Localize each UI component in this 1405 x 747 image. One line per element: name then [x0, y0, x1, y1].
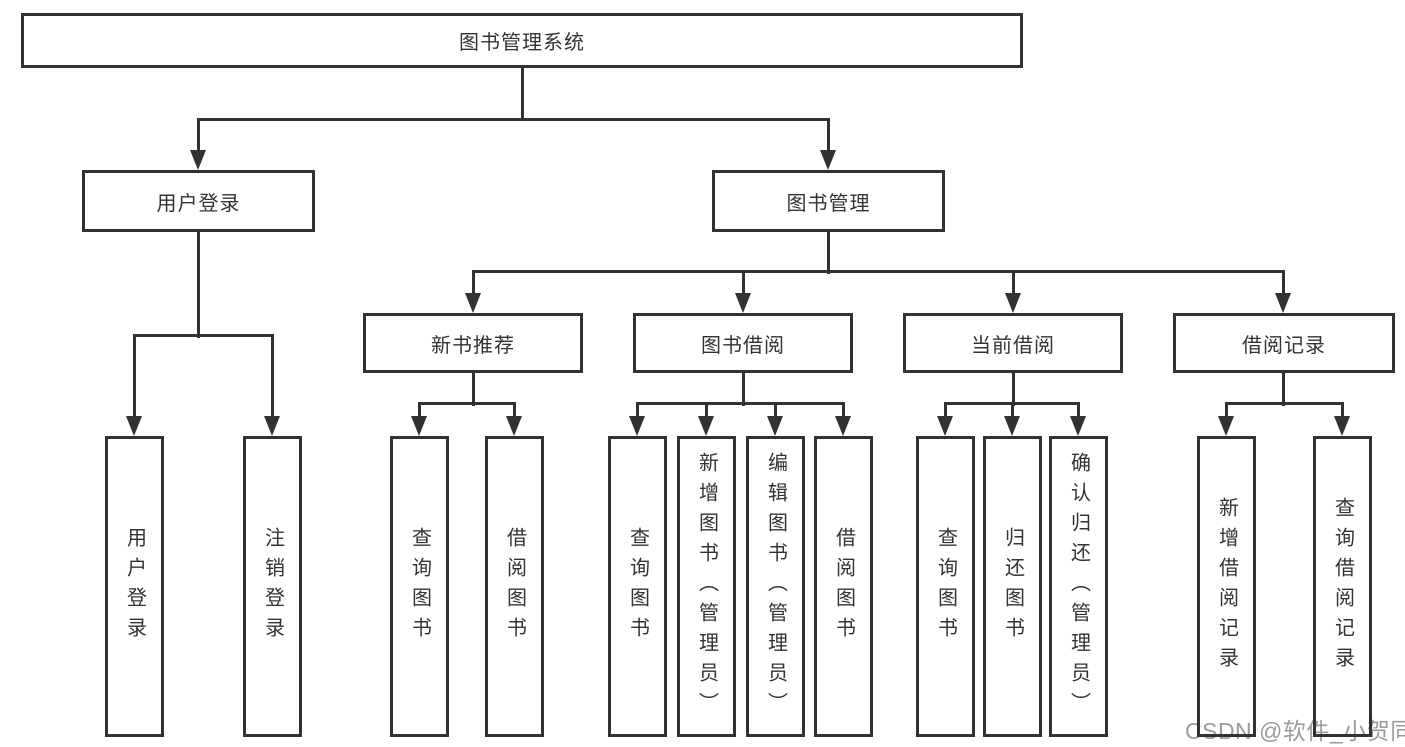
- connector-line-vertical: [1282, 373, 1285, 406]
- connector-line-vertical: [197, 119, 200, 152]
- connector-line-horizontal: [636, 402, 845, 405]
- node-root: 图书管理系统: [21, 13, 1023, 68]
- leaf-edit-books-admin: 编辑图书（管理员）: [746, 436, 805, 737]
- connector-line-horizontal: [944, 402, 1080, 405]
- arrowhead-down-icon: [264, 416, 280, 436]
- connector-line-horizontal: [1225, 402, 1344, 405]
- connector-line-horizontal: [197, 118, 830, 121]
- leaf-return-books-label: 归还图书: [1001, 526, 1024, 647]
- arrowhead-down-icon: [411, 416, 427, 436]
- arrowhead-down-icon: [629, 416, 645, 436]
- connector-line-vertical: [521, 68, 524, 121]
- connector-line-vertical: [774, 403, 777, 418]
- arrowhead-down-icon: [465, 293, 481, 313]
- leaf-add-borrow-record: 新增借阅记录: [1197, 436, 1256, 737]
- node-book-borrow: 图书借阅: [633, 313, 853, 373]
- connector-line-vertical: [418, 403, 421, 418]
- arrowhead-down-icon: [735, 293, 751, 313]
- arrowhead-down-icon: [1070, 416, 1086, 436]
- node-book-management: 图书管理: [712, 170, 945, 232]
- leaf-query-borrow-record: 查询借阅记录: [1313, 436, 1372, 737]
- connector-line-vertical: [472, 271, 475, 295]
- connector-line-vertical: [197, 232, 200, 338]
- leaf-edit-books-admin-label: 编辑图书（管理员）: [764, 451, 787, 722]
- arrowhead-down-icon: [820, 150, 836, 170]
- leaf-query-books-borrow-label: 查询图书: [626, 526, 649, 647]
- leaf-borrow-books-label: 借阅图书: [832, 526, 855, 647]
- node-book-management-label: 图书管理: [786, 192, 871, 215]
- leaf-user-login-label: 用户登录: [123, 526, 146, 647]
- leaf-add-books-admin: 新增图书（管理员）: [677, 436, 736, 737]
- node-current-borrow-label: 当前借阅: [971, 334, 1055, 357]
- connector-line-vertical: [944, 403, 947, 418]
- arrowhead-down-icon: [1004, 416, 1020, 436]
- leaf-logout-label: 注销登录: [261, 526, 284, 647]
- arrowhead-down-icon: [126, 416, 142, 436]
- connector-line-vertical: [472, 373, 475, 406]
- arrowhead-down-icon: [835, 416, 851, 436]
- connector-line-vertical: [742, 271, 745, 295]
- connector-line-horizontal: [133, 334, 274, 337]
- node-book-borrow-label: 图书借阅: [701, 334, 785, 357]
- leaf-query-books-recommend: 查询图书: [390, 436, 449, 737]
- node-current-borrow: 当前借阅: [903, 313, 1123, 373]
- arrowhead-down-icon: [1005, 293, 1021, 313]
- leaf-borrow-books-recommend-label: 借阅图书: [503, 526, 526, 647]
- connector-line-vertical: [1225, 403, 1228, 418]
- connector-line-vertical: [742, 373, 745, 406]
- arrowhead-down-icon: [506, 416, 522, 436]
- leaf-query-books-recommend-label: 查询图书: [408, 526, 431, 647]
- leaf-query-books-borrow: 查询图书: [608, 436, 667, 737]
- connector-line-vertical: [1012, 373, 1015, 406]
- connector-line-vertical: [1011, 403, 1014, 418]
- leaf-borrow-books-recommend: 借阅图书: [485, 436, 544, 737]
- node-user-login-label: 用户登录: [156, 192, 241, 215]
- node-root-label: 图书管理系统: [459, 32, 585, 54]
- node-new-book-recommend: 新书推荐: [363, 313, 583, 373]
- connector-line-vertical: [1012, 271, 1015, 295]
- node-borrow-records: 借阅记录: [1173, 313, 1395, 373]
- arrowhead-down-icon: [937, 416, 953, 436]
- leaf-confirm-return-admin: 确认归还（管理员）: [1049, 436, 1108, 737]
- arrowhead-down-icon: [698, 416, 714, 436]
- connector-line-vertical: [513, 403, 516, 418]
- leaf-borrow-books: 借阅图书: [814, 436, 873, 737]
- connector-line-vertical: [827, 119, 830, 152]
- node-new-book-recommend-label: 新书推荐: [431, 334, 515, 357]
- leaf-logout: 注销登录: [243, 436, 302, 737]
- leaf-add-borrow-record-label: 新增借阅记录: [1215, 496, 1238, 677]
- node-user-login: 用户登录: [82, 170, 315, 232]
- connector-line-vertical: [1077, 403, 1080, 418]
- node-borrow-records-label: 借阅记录: [1242, 334, 1326, 357]
- arrowhead-down-icon: [767, 416, 783, 436]
- leaf-query-books-current-label: 查询图书: [934, 526, 957, 647]
- connector-line-vertical: [1282, 271, 1285, 295]
- connector-line-vertical: [271, 335, 274, 418]
- leaf-user-login: 用户登录: [105, 436, 164, 737]
- leaf-return-books: 归还图书: [983, 436, 1042, 737]
- connector-line-vertical: [133, 335, 136, 418]
- leaf-add-books-admin-label: 新增图书（管理员）: [695, 451, 718, 722]
- leaf-query-books-current: 查询图书: [916, 436, 975, 737]
- connector-line-vertical: [1341, 403, 1344, 418]
- arrowhead-down-icon: [1334, 416, 1350, 436]
- connector-line-vertical: [705, 403, 708, 418]
- csdn-watermark: CSDN @软件_小贺同学: [1185, 718, 1405, 744]
- connector-line-vertical: [636, 403, 639, 418]
- connector-line-vertical: [827, 232, 830, 274]
- arrowhead-down-icon: [1275, 293, 1291, 313]
- connector-line-vertical: [842, 403, 845, 418]
- leaf-confirm-return-admin-label: 确认归还（管理员）: [1067, 451, 1090, 722]
- connector-line-horizontal: [418, 402, 516, 405]
- leaf-query-borrow-record-label: 查询借阅记录: [1331, 496, 1354, 677]
- connector-line-horizontal: [472, 270, 1285, 273]
- arrowhead-down-icon: [1218, 416, 1234, 436]
- arrowhead-down-icon: [190, 150, 206, 170]
